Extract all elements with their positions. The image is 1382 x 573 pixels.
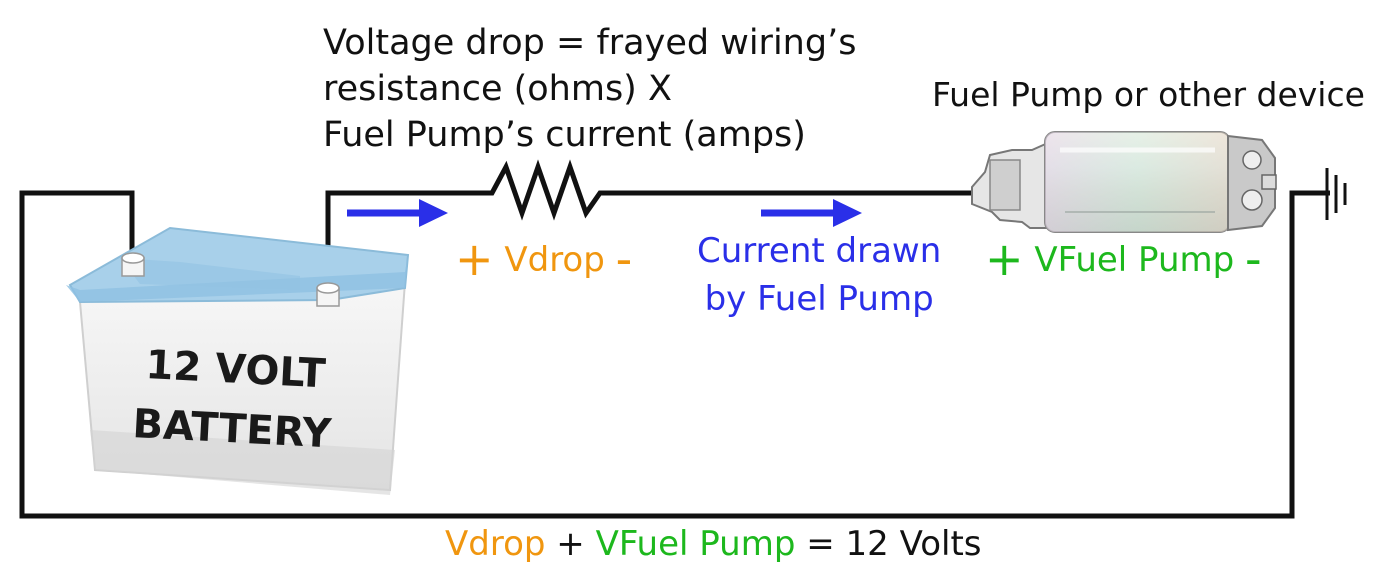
vdrop-label: + Vdrop -	[455, 232, 632, 286]
current-label-line1: Current drawn	[697, 231, 942, 271]
current-label-line2: by Fuel Pump	[704, 279, 934, 319]
battery-terminal-positive	[316, 282, 340, 307]
vpump-label: + VFuel Pump -	[985, 232, 1262, 286]
resistor-description-line3: Fuel Pump’s current (amps)	[323, 115, 806, 155]
resistor-description-line2: resistance (ohms) X	[323, 69, 672, 109]
resistor-zigzag-icon	[460, 159, 614, 221]
wire-negative-loop	[19, 190, 1330, 519]
battery-terminal-negative	[121, 252, 145, 277]
vpump-minus-sign: -	[1245, 232, 1262, 286]
current-arrow-1	[347, 199, 448, 227]
current-label: Current drawn by Fuel Pump	[697, 227, 941, 323]
battery-label-line2: BATTERY	[131, 401, 333, 457]
resistor-description-line1: Voltage drop = frayed wiring’s	[323, 23, 857, 63]
equation-result: = 12 Volts	[795, 524, 982, 564]
device-label: Fuel Pump or other device	[932, 75, 1365, 114]
resistor-description: Voltage drop = frayed wiring’s resistanc…	[323, 20, 856, 158]
current-arrow-2	[761, 199, 862, 227]
equation-term-vpump: VFuel Pump	[595, 524, 796, 564]
ground-symbol-icon	[1325, 168, 1347, 220]
vpump-name: VFuel Pump	[1034, 240, 1235, 280]
vpump-plus-sign: +	[985, 232, 1024, 286]
vdrop-plus-sign: +	[455, 232, 494, 286]
battery-label-line1: 12 VOLT	[144, 342, 327, 397]
battery-icon: 12 VOLT BATTERY	[66, 226, 410, 495]
vdrop-name: Vdrop	[504, 240, 605, 280]
fuel-pump-icon	[971, 131, 1277, 233]
vdrop-minus-sign: -	[615, 232, 633, 286]
voltage-equation: Vdrop + VFuel Pump = 12 Volts	[445, 524, 982, 564]
equation-term-vdrop: Vdrop	[445, 524, 546, 564]
equation-plus: +	[545, 524, 596, 564]
